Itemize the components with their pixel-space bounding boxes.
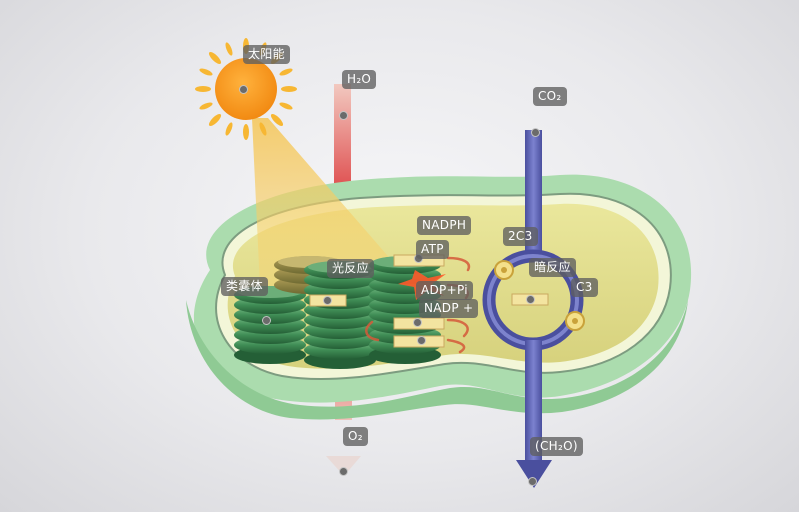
anchor-dot: [239, 85, 248, 94]
granum-left: [234, 286, 306, 364]
anchor-dot: [528, 477, 537, 486]
label-light-reaction[interactable]: 光反应: [327, 259, 374, 278]
water-arrow: [334, 84, 351, 184]
carbohydrate-arrow-head: [516, 460, 552, 488]
label-dark-reaction[interactable]: 暗反应: [529, 258, 576, 277]
label-water[interactable]: H₂O: [342, 70, 377, 89]
label-nadp-plus[interactable]: NADP +: [419, 299, 479, 318]
anchor-dot: [526, 295, 535, 304]
anchor-dot: [262, 316, 271, 325]
anchor-dot: [323, 296, 332, 305]
label-nadph[interactable]: NADPH: [417, 216, 472, 235]
label-atp[interactable]: ATP: [416, 240, 449, 259]
label-c3[interactable]: C3: [571, 278, 598, 297]
label-thylakoid[interactable]: 类囊体: [221, 277, 268, 296]
label-solar-energy[interactable]: 太阳能: [243, 45, 290, 64]
chloroplast-outer-membrane-shade: [186, 300, 688, 420]
anchor-dot: [531, 128, 540, 137]
anchor-dot: [413, 318, 422, 327]
label-adp-pi[interactable]: ADP+Pi: [416, 281, 473, 300]
anchor-dot: [339, 111, 348, 120]
carbohydrate-arrow: [525, 340, 542, 462]
label-oxygen[interactable]: O₂: [343, 427, 368, 446]
label-2c3[interactable]: 2C3: [503, 227, 538, 246]
anchor-dot: [417, 336, 426, 345]
oxygen-arrow-head: [326, 456, 361, 476]
label-co2[interactable]: CO₂: [533, 87, 567, 106]
anchor-dot: [339, 467, 348, 476]
label-carbohydrate[interactable]: (CH₂O): [530, 437, 583, 456]
